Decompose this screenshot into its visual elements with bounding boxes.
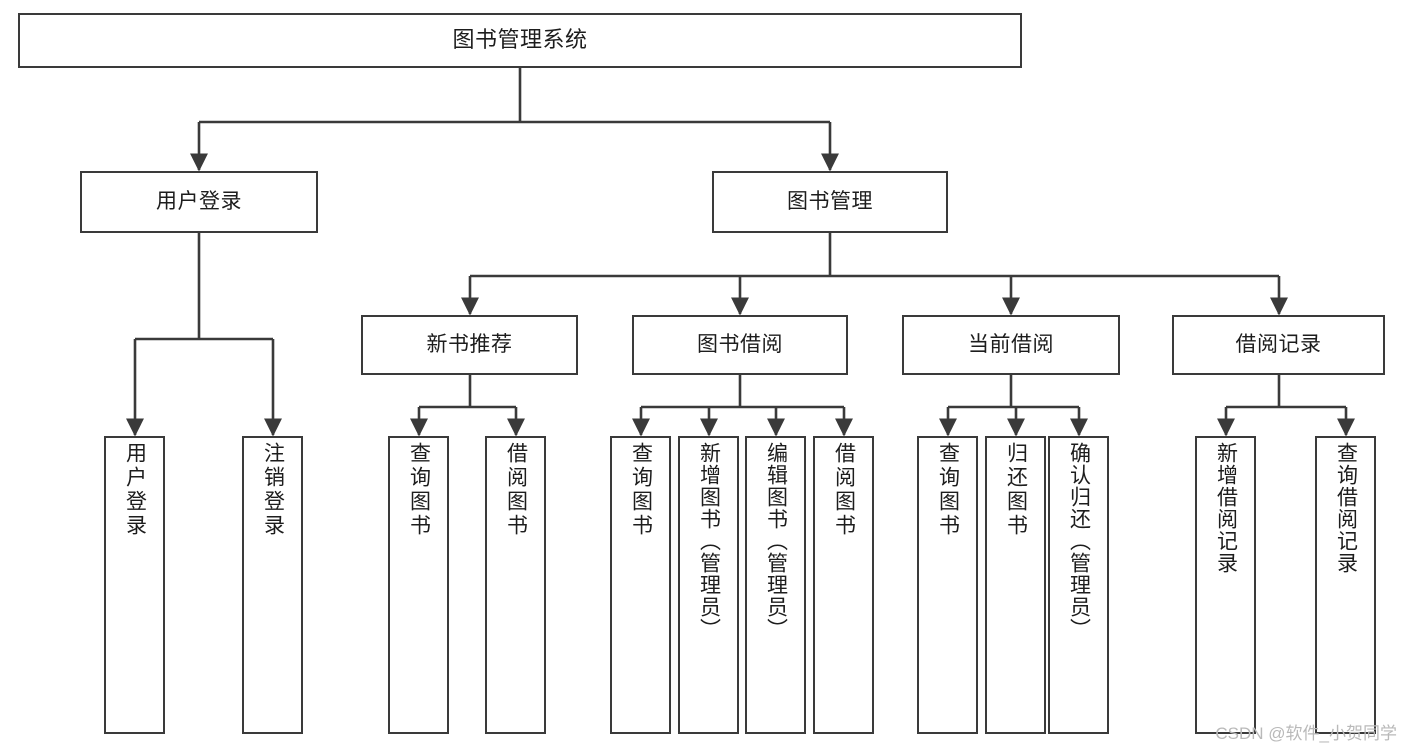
node-label: 注销登录 [261,442,285,538]
node-l-qbook3[interactable]: 查询图书 [917,436,978,734]
node-root[interactable]: 图书管理系统 [18,13,1022,68]
node-label: 确认归还（管理员） [1067,442,1091,640]
node-label: 借阅图书 [504,442,528,538]
node-newbook[interactable]: 新书推荐 [361,315,578,375]
node-label: 借阅记录 [1235,333,1322,357]
node-label: 用户登录 [156,190,242,214]
node-label: 图书借阅 [697,333,783,357]
node-bookmgmt[interactable]: 图书管理 [712,171,948,233]
node-label: 查询图书 [407,442,431,538]
node-label: 新增借阅记录 [1214,442,1238,574]
node-label: 用户登录 [123,442,147,538]
node-label: 图书管理系统 [452,27,588,53]
node-l-addbook[interactable]: 新增图书（管理员） [678,436,739,734]
node-label: 图书管理 [787,190,873,214]
node-l-addrec[interactable]: 新增借阅记录 [1195,436,1256,734]
node-label: 查询借阅记录 [1334,442,1358,574]
node-l-bbook1[interactable]: 借阅图书 [485,436,546,734]
node-record[interactable]: 借阅记录 [1172,315,1385,375]
node-l-editbook[interactable]: 编辑图书（管理员） [745,436,806,734]
node-l-logout[interactable]: 注销登录 [242,436,303,734]
node-l-login[interactable]: 用户登录 [104,436,165,734]
node-l-qbook2[interactable]: 查询图书 [610,436,671,734]
node-l-return[interactable]: 归还图书 [985,436,1046,734]
node-label: 新书推荐 [426,333,513,357]
node-label: 新增图书（管理员） [697,442,721,640]
node-label: 归还图书 [1004,442,1028,538]
node-borrow[interactable]: 图书借阅 [632,315,848,375]
node-l-bbook2[interactable]: 借阅图书 [813,436,874,734]
node-login[interactable]: 用户登录 [80,171,318,233]
node-l-qbook1[interactable]: 查询图书 [388,436,449,734]
node-label: 编辑图书（管理员） [764,442,788,640]
node-label: 当前借阅 [968,333,1054,357]
node-label: 借阅图书 [832,442,856,538]
node-label: 查询图书 [629,442,653,538]
node-label: 查询图书 [936,442,960,538]
node-l-qrec[interactable]: 查询借阅记录 [1315,436,1376,734]
node-current[interactable]: 当前借阅 [902,315,1120,375]
node-l-confirm[interactable]: 确认归还（管理员） [1048,436,1109,734]
